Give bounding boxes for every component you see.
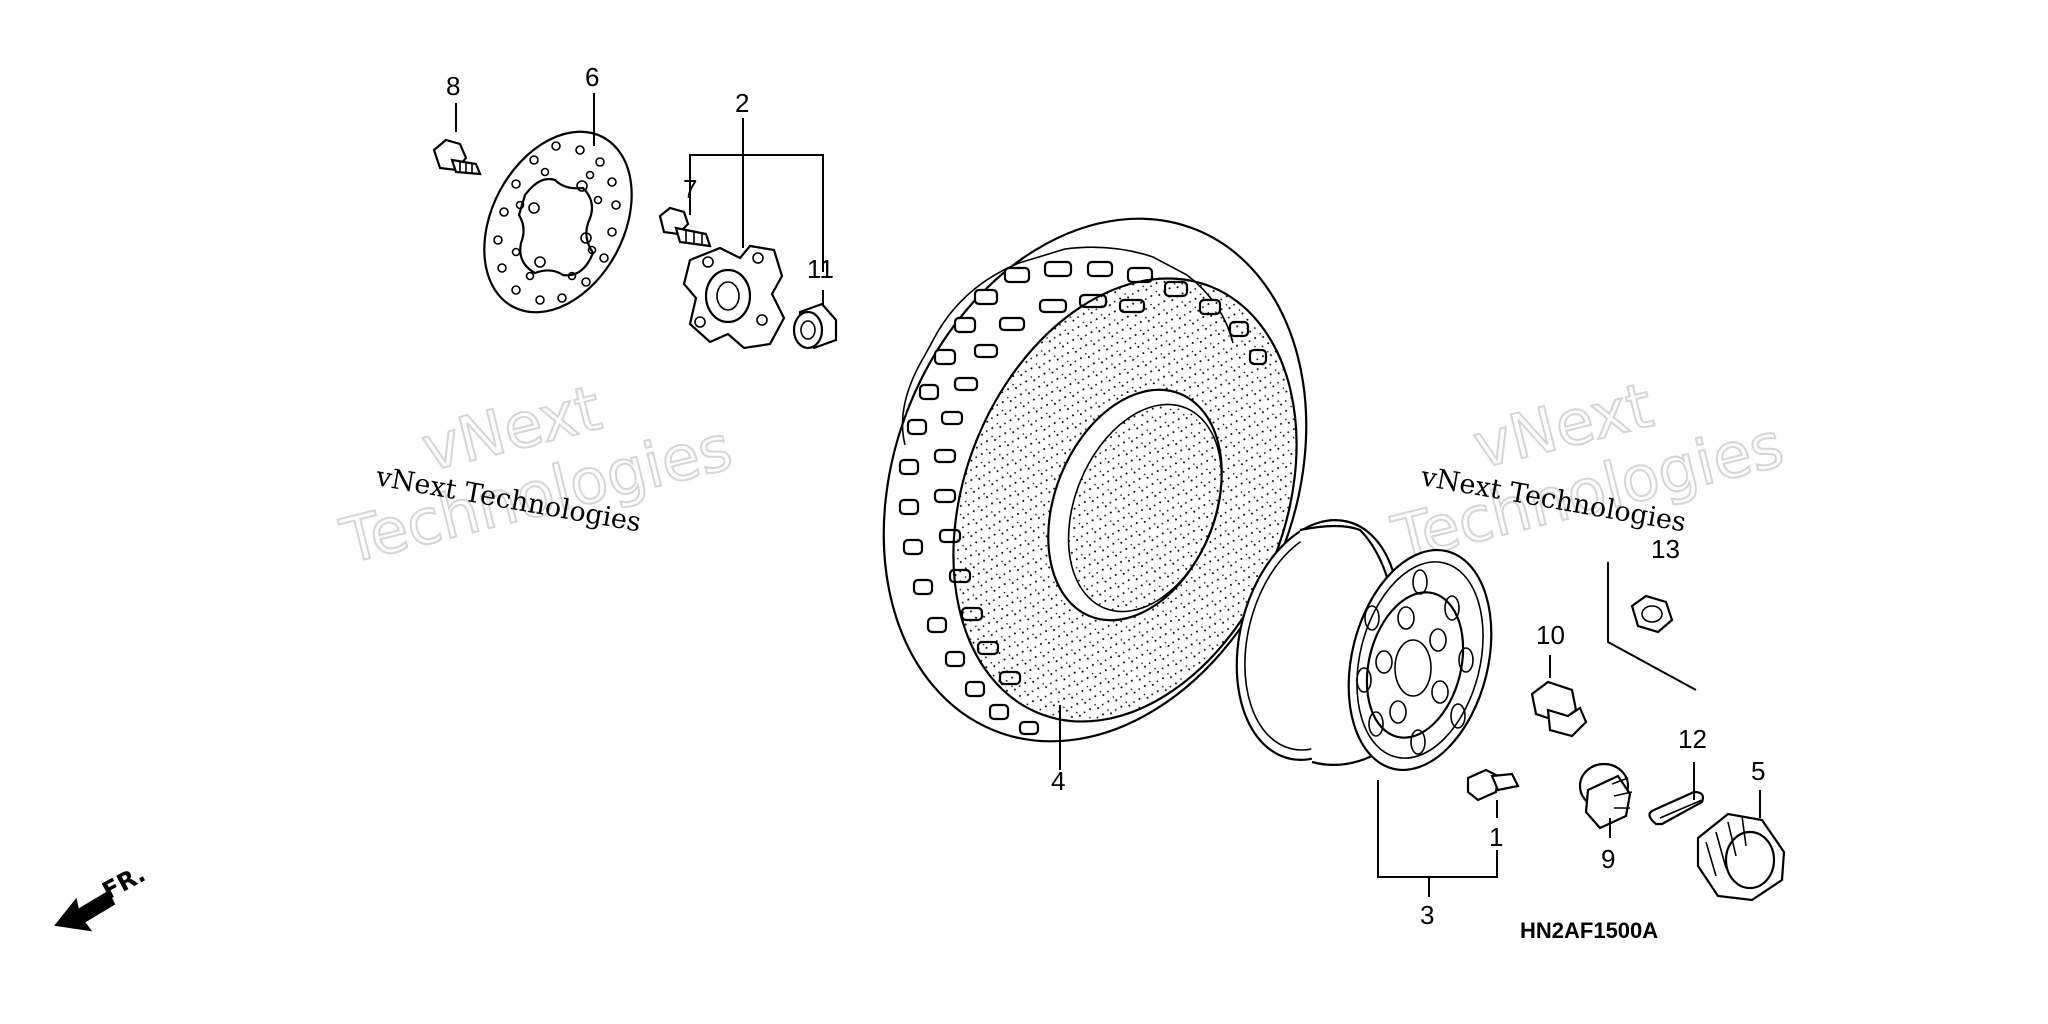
watermark-right: vNext Technologies vNext Technologies bbox=[1384, 367, 1791, 576]
leader-lines bbox=[455, 93, 1761, 897]
callout-6: 6 bbox=[585, 62, 599, 92]
watermark-left: vNext Technologies vNext Technologies bbox=[333, 370, 740, 579]
part-4-tire bbox=[882, 217, 1308, 743]
callout-1: 1 bbox=[1489, 822, 1503, 852]
callout-3: 3 bbox=[1420, 900, 1434, 930]
part-2-hub bbox=[682, 244, 786, 350]
callout-5: 5 bbox=[1751, 756, 1765, 786]
callout-11: 11 bbox=[807, 254, 834, 284]
part-11-bearing bbox=[792, 302, 838, 350]
tread-blocks bbox=[898, 260, 1268, 736]
callout-13: 13 bbox=[1651, 534, 1680, 564]
callout-9: 9 bbox=[1601, 844, 1615, 874]
part-3-wheel bbox=[1235, 519, 1493, 772]
part-13-bracket bbox=[1607, 562, 1697, 691]
part-5-hub-cap bbox=[1696, 812, 1786, 902]
part-9-castle-nut bbox=[1578, 762, 1633, 830]
callout-7: 7 bbox=[683, 174, 697, 204]
drawing-code: HN2AF1500A bbox=[1520, 918, 1658, 943]
callouts: 8 6 2 7 11 4 1 3 10 9 12 5 13 bbox=[446, 62, 1765, 930]
part-6-brake-disc bbox=[483, 130, 633, 314]
part-1-valve bbox=[1466, 768, 1520, 802]
callout-4: 4 bbox=[1051, 766, 1065, 796]
rim-lug-holes bbox=[1375, 606, 1449, 724]
rim-vents bbox=[1356, 569, 1474, 755]
part-7-bolt bbox=[658, 206, 712, 248]
part-13-nut bbox=[1630, 594, 1674, 634]
part-8-bolt bbox=[432, 138, 482, 176]
callout-2: 2 bbox=[735, 88, 749, 118]
part-10-nut bbox=[1530, 680, 1588, 738]
callout-8: 8 bbox=[446, 71, 460, 101]
front-direction-arrow: FR. bbox=[54, 860, 150, 932]
disc-holes bbox=[493, 141, 621, 305]
callout-12: 12 bbox=[1678, 724, 1707, 754]
callout-10: 10 bbox=[1536, 620, 1565, 650]
